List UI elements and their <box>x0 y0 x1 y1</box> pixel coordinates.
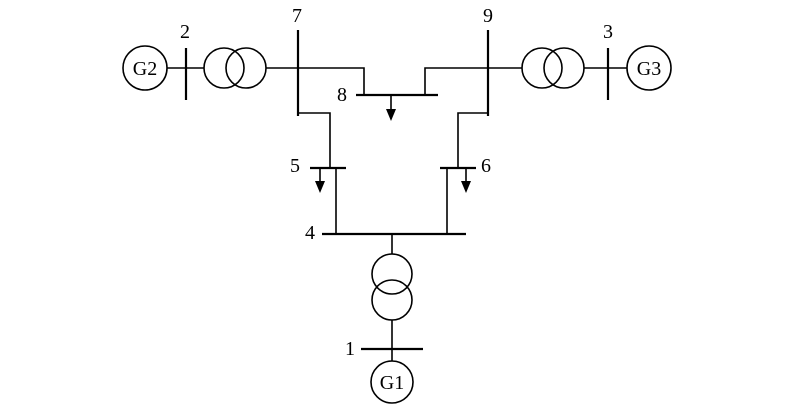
generator-g2-label: G2 <box>133 58 157 80</box>
line-bus7-bus5 <box>298 112 331 168</box>
generator-g1-label: G1 <box>380 372 404 394</box>
generator-g1: G1 <box>370 360 414 404</box>
line-bus8-bus9 <box>424 67 488 95</box>
bus-8-label: 8 <box>337 84 347 106</box>
generator-g2: G2 <box>122 45 168 91</box>
bus-9-label: 9 <box>483 5 493 27</box>
transformer-t3 <box>521 47 585 89</box>
generator-g3: G3 <box>626 45 672 91</box>
bus-5-label: 5 <box>290 155 300 177</box>
bus-3-label: 3 <box>603 21 613 43</box>
load-bus-6 <box>461 168 471 193</box>
line-bus7-bus8 <box>298 67 365 95</box>
bus-4-label: 4 <box>305 222 315 244</box>
load-bus-8 <box>386 95 396 121</box>
bus-7-label: 7 <box>292 5 302 27</box>
line-bus9-bus6 <box>457 112 488 168</box>
generator-g3-label: G3 <box>637 58 661 80</box>
transformer-t2 <box>203 47 267 89</box>
load-bus-5 <box>315 168 325 193</box>
bus-2-label: 2 <box>180 21 190 43</box>
bus-6-label: 6 <box>481 155 491 177</box>
transformer-t1 <box>371 253 413 321</box>
bus-1-label: 1 <box>345 338 355 360</box>
